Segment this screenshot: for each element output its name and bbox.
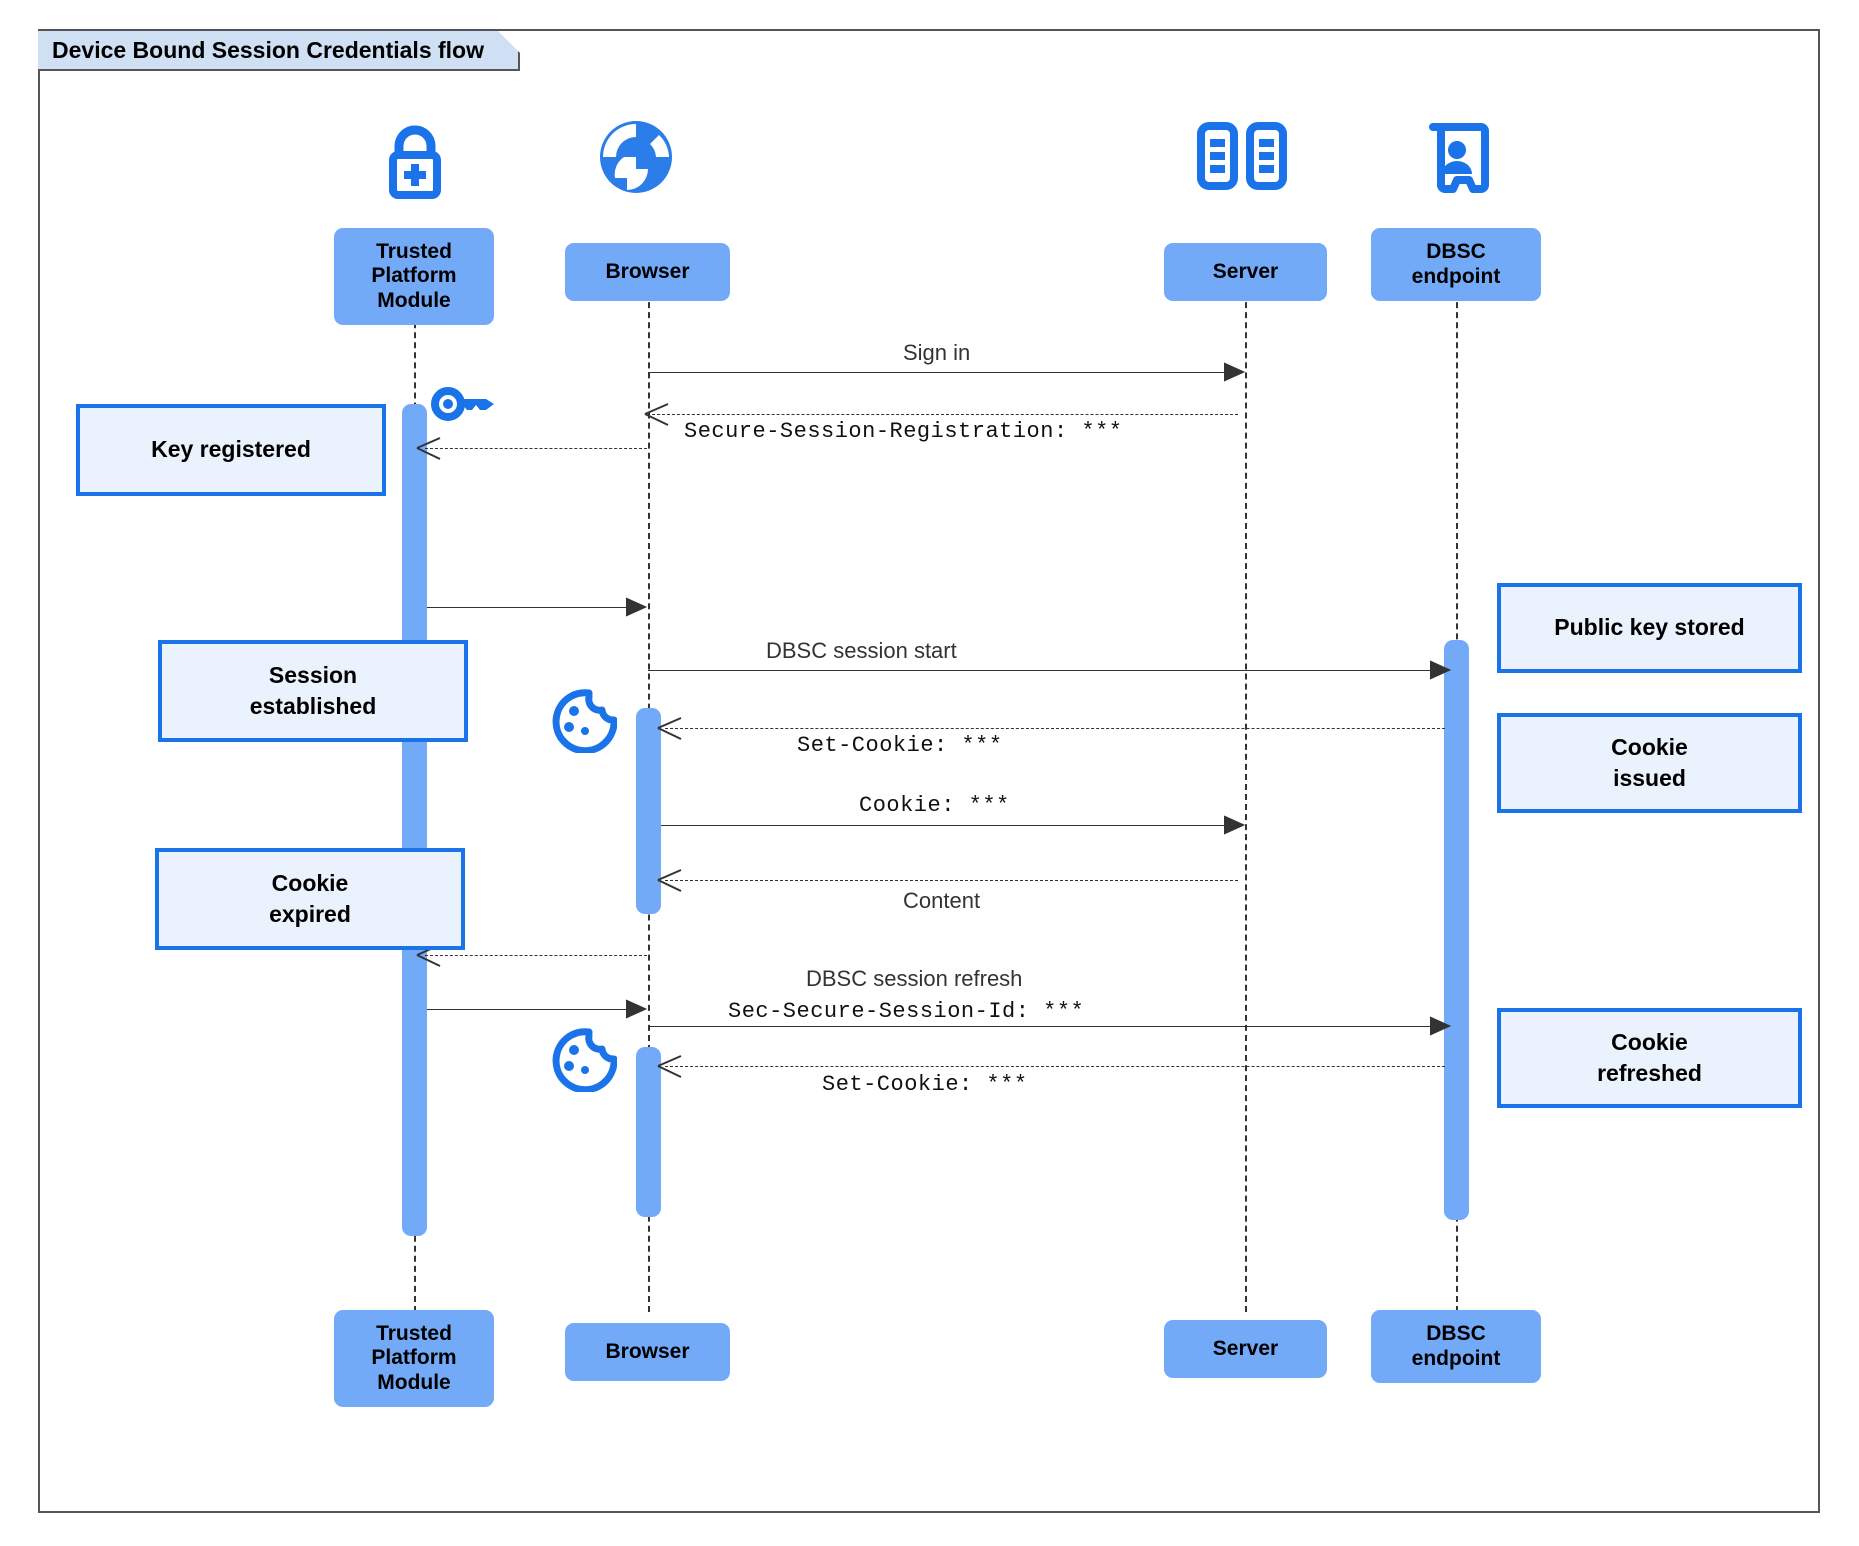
lifeline-server (1245, 272, 1247, 1312)
message-label-secure-session-registration: Secure-Session-Registration: *** (684, 419, 1123, 444)
participant-label-line3: Module (377, 288, 451, 312)
note-text-line1: Cookie (1611, 1028, 1688, 1055)
participant-label: Browser (605, 1339, 690, 1363)
note-text-line2: refreshed (1597, 1060, 1702, 1086)
globe-icon (597, 118, 675, 196)
message-line-cookie (661, 825, 1238, 826)
message-line-secure-session-registration (652, 414, 1238, 415)
participant-label-line1: Trusted (376, 1321, 452, 1345)
arrowhead-left (416, 437, 441, 460)
participant-label-line1: DBSC (1426, 239, 1486, 263)
arrowhead-left (644, 403, 669, 426)
message-line-dbsc-session-start (648, 670, 1445, 671)
arrowhead-right (624, 597, 648, 617)
participant-label: Server (1212, 259, 1279, 283)
participant-tpm-bottom[interactable]: Trusted Platform Module (334, 1310, 494, 1407)
note-text-line1: Cookie (271, 869, 349, 896)
arrowhead-right (1428, 660, 1452, 680)
note-text: Key registered (151, 436, 311, 463)
message-line-dbsc-session-refresh (648, 1026, 1445, 1027)
message-line-content (665, 880, 1238, 881)
message-line-sign-in (648, 372, 1238, 373)
note-cookie-issued: Cookie issued (1497, 713, 1802, 813)
activation-bar-browser-2 (636, 1047, 661, 1217)
cookie-icon (549, 1028, 617, 1092)
participant-server-bottom[interactable]: Server (1164, 1320, 1327, 1378)
activation-bar-dbsc (1444, 640, 1469, 1220)
message-line-register-key (425, 448, 647, 449)
message-label-set-cookie-2: Set-Cookie: *** (822, 1072, 1028, 1097)
message-line-key-returned (427, 607, 639, 608)
note-text-line1: Session (268, 661, 358, 688)
message-line-refresh-signed (427, 1009, 639, 1010)
note-key-registered: Key registered (76, 404, 386, 496)
arrowhead-right (624, 999, 648, 1019)
message-label-dbsc-session-start: DBSC session start (766, 638, 957, 663)
participant-label: Browser (605, 259, 690, 283)
participant-dbsc-top[interactable]: DBSC endpoint (1371, 228, 1541, 301)
note-text-line1: Cookie (1611, 733, 1688, 760)
participant-label-line1: Trusted (376, 239, 452, 263)
note-cookie-expired: Cookie expired (155, 848, 465, 950)
participant-label-line2: endpoint (1411, 264, 1501, 288)
message-label-sign-in: Sign in (903, 340, 971, 365)
note-text: Public key stored (1554, 614, 1745, 641)
participant-tpm-top[interactable]: Trusted Platform Module (334, 228, 494, 325)
message-line-refresh-request-key (425, 955, 647, 956)
key-icon (430, 384, 502, 424)
message-label-sec-secure-session-id: Sec-Secure-Session-Id: *** (728, 999, 1085, 1024)
message-line-set-cookie-2 (665, 1066, 1445, 1067)
participant-browser-bottom[interactable]: Browser (565, 1323, 730, 1381)
message-line-set-cookie-1 (665, 728, 1445, 729)
cookie-icon (549, 689, 617, 753)
participant-label-line3: Module (377, 1370, 451, 1394)
message-label-dbsc-session-refresh: DBSC session refresh (806, 966, 1023, 991)
note-text-line2: established (249, 693, 377, 719)
note-text-line2: issued (1613, 765, 1686, 791)
arrowhead-left (657, 869, 682, 892)
diagram-title-tab: Device Bound Session Credentials flow (38, 31, 520, 71)
participant-server-top[interactable]: Server (1164, 243, 1327, 301)
participant-label-line1: DBSC (1426, 1321, 1486, 1345)
activation-bar-tpm (402, 404, 427, 1236)
diagram-title: Device Bound Session Credentials flow (52, 36, 484, 63)
message-label-content: Content (903, 888, 981, 913)
note-cookie-refreshed: Cookie refreshed (1497, 1008, 1802, 1108)
arrowhead-right (1222, 815, 1246, 835)
arrowhead-left (657, 1055, 682, 1078)
note-session-established: Session established (158, 640, 468, 742)
participant-label: Server (1212, 1336, 1279, 1360)
message-label-set-cookie-1: Set-Cookie: *** (797, 733, 1003, 758)
padlock-plus-icon (375, 122, 455, 200)
id-badge-person-icon (1424, 122, 1490, 194)
participant-label-line2: Platform (371, 264, 457, 288)
note-public-key-stored: Public key stored (1497, 583, 1802, 673)
participant-label-line2: endpoint (1411, 1346, 1501, 1370)
note-text-line2: expired (269, 901, 351, 927)
arrowhead-right (1428, 1016, 1452, 1036)
participant-dbsc-bottom[interactable]: DBSC endpoint (1371, 1310, 1541, 1383)
participant-browser-top[interactable]: Browser (565, 243, 730, 301)
participant-label-line2: Platform (371, 1346, 457, 1370)
activation-bar-browser-1 (636, 708, 661, 914)
arrowhead-left (657, 717, 682, 740)
arrowhead-right (1222, 362, 1246, 382)
server-racks-icon (1196, 122, 1288, 190)
message-label-cookie: Cookie: *** (859, 793, 1010, 818)
